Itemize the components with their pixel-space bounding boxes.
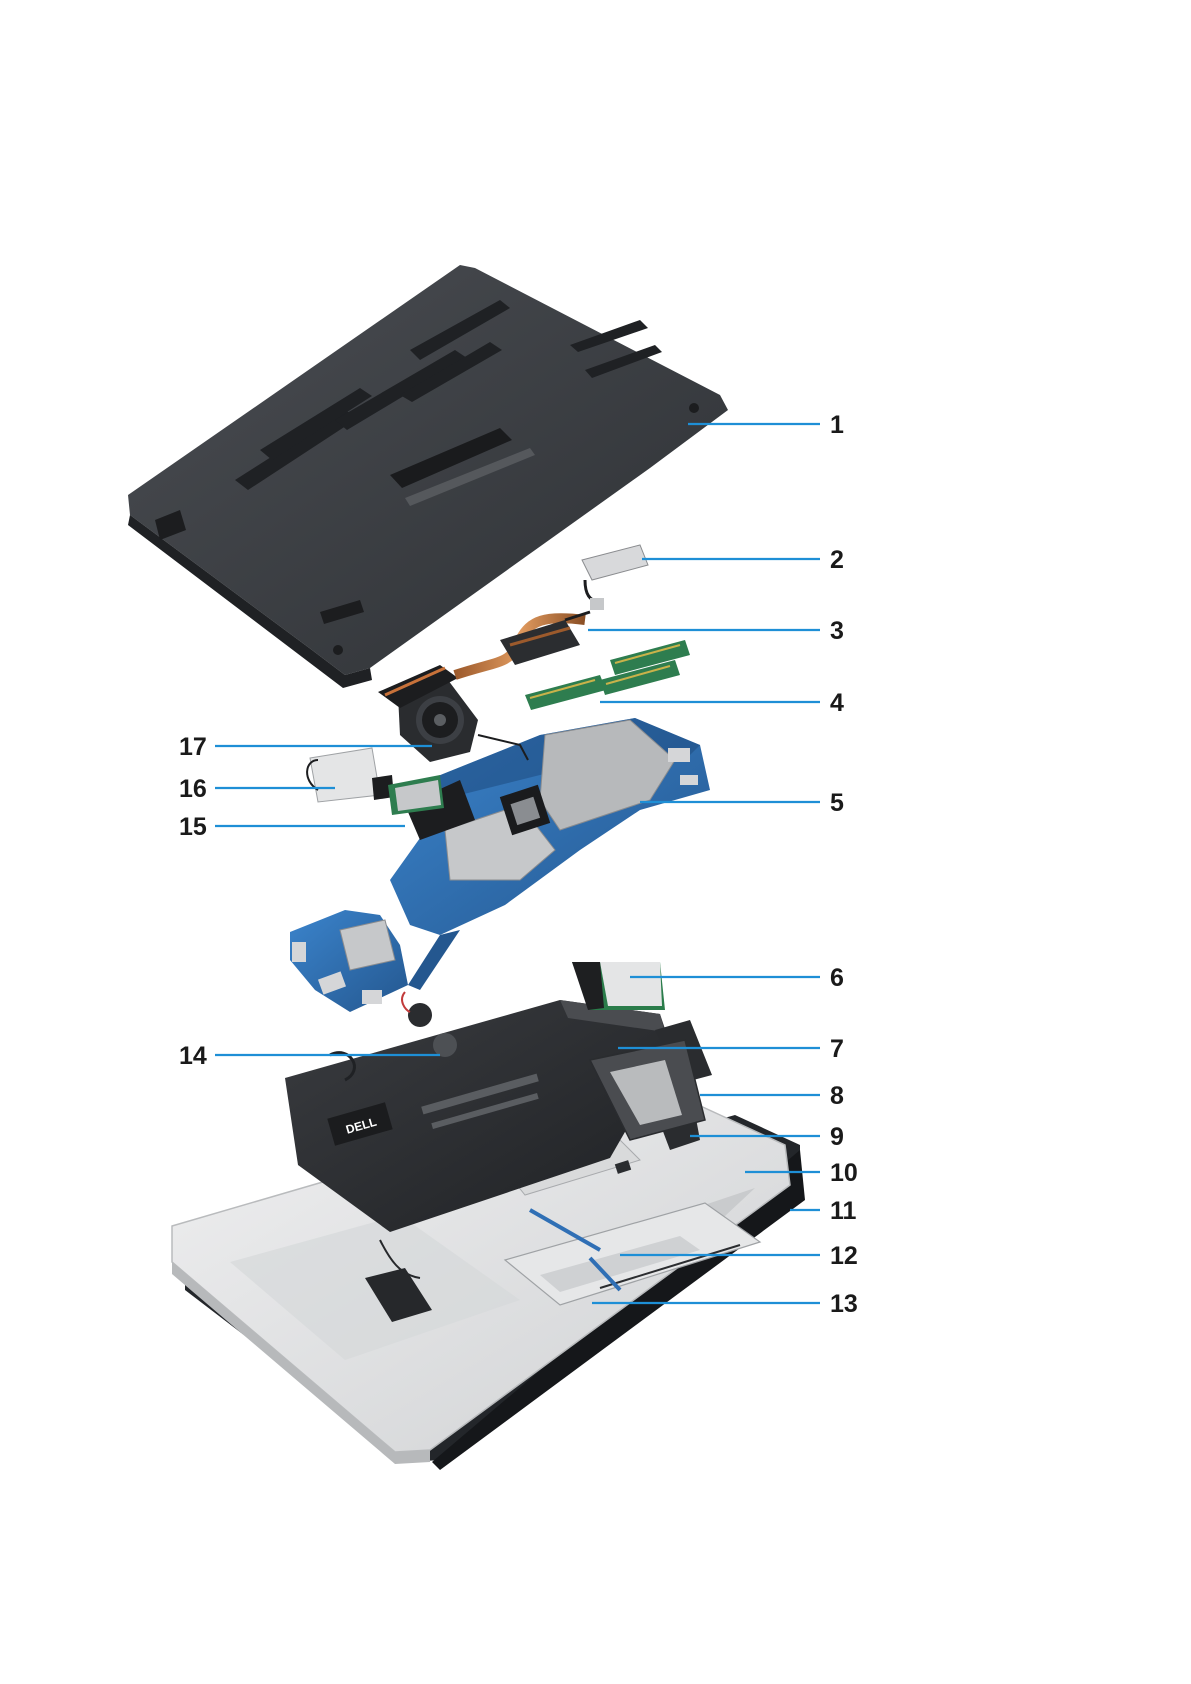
wlan-card-part	[388, 775, 444, 815]
callout-number-13: 13	[830, 1290, 858, 1318]
callout-number-6: 6	[830, 964, 844, 992]
callout-number-5: 5	[830, 789, 844, 817]
coin-cell-battery-part	[402, 992, 432, 1027]
dc-in-port-part	[582, 545, 648, 610]
callout-number-15: 15	[179, 813, 207, 841]
callout-number-7: 7	[830, 1035, 844, 1063]
wwan-card-part	[307, 748, 394, 802]
callout-number-3: 3	[830, 617, 844, 645]
ssd-part	[572, 962, 665, 1010]
callout-number-11: 11	[830, 1197, 857, 1225]
callout-number-9: 9	[830, 1123, 844, 1151]
callout-number-2: 2	[830, 546, 844, 574]
callout-number-4: 4	[830, 689, 844, 717]
callout-number-8: 8	[830, 1082, 844, 1110]
callout-number-1: 1	[830, 411, 844, 439]
callout-number-14: 14	[179, 1042, 207, 1070]
callout-number-12: 12	[830, 1242, 858, 1270]
callout-number-10: 10	[830, 1159, 858, 1187]
callout-number-17: 17	[179, 733, 207, 761]
callout-number-16: 16	[179, 775, 207, 803]
base-cover-part	[128, 265, 728, 688]
